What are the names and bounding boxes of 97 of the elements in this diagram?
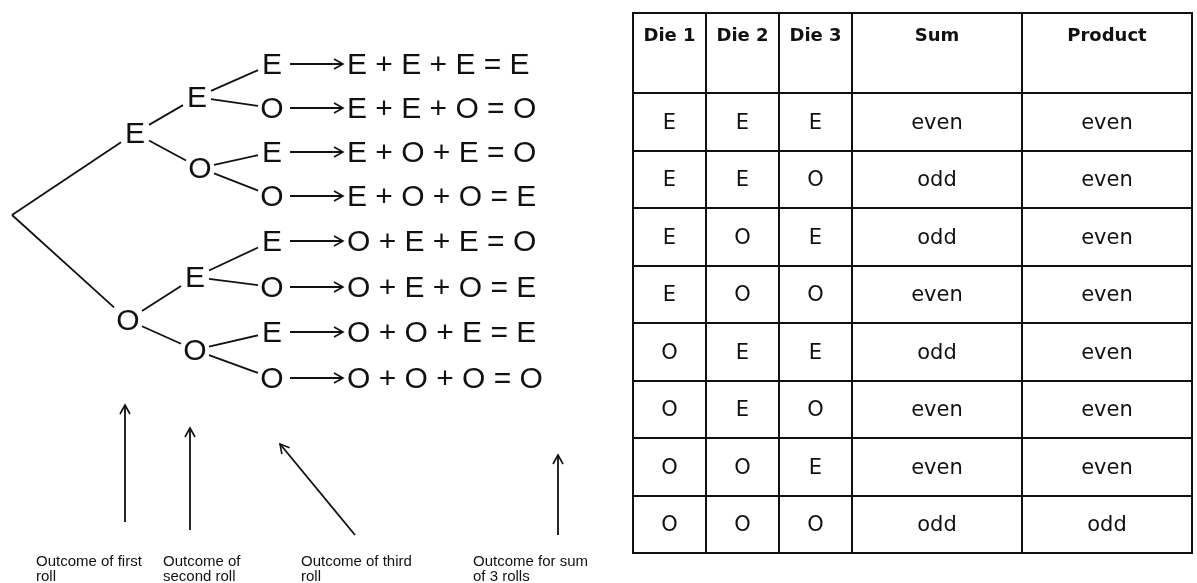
- tree-letter: E: [183, 260, 207, 294]
- table-cell: E: [779, 208, 852, 266]
- tree-letter: O: [116, 303, 140, 337]
- tree-branch: [208, 277, 259, 287]
- table-cell: E: [779, 93, 852, 151]
- arrow: [289, 326, 344, 338]
- table-cell: O: [633, 438, 706, 496]
- table-cell: E: [633, 93, 706, 151]
- tree-letter: E: [260, 224, 284, 258]
- caption-text: Outcome of first roll: [36, 553, 154, 583]
- tree-branch: [213, 154, 259, 166]
- table-cell: odd: [852, 495, 1022, 553]
- tree-branch: [148, 104, 184, 126]
- arrow: [289, 190, 344, 202]
- tree-branch: [210, 69, 259, 92]
- sum-equation: E + E + O = O: [347, 91, 577, 125]
- table-cell: O: [633, 380, 706, 438]
- arrow: [289, 58, 344, 70]
- table-cell: O: [633, 323, 706, 381]
- arrow: [289, 146, 344, 158]
- table-cell: even: [1022, 150, 1192, 208]
- table-cell: O: [706, 438, 779, 496]
- tree-letter: O: [188, 151, 212, 185]
- tree-letter: O: [260, 270, 284, 304]
- sum-equation: O + E + O = E: [347, 270, 577, 304]
- table-cell: even: [1022, 208, 1192, 266]
- table-cell: even: [852, 93, 1022, 151]
- tree-letter: O: [260, 179, 284, 213]
- sum-equation: O + O + O = O: [347, 361, 577, 395]
- tree-branch: [11, 141, 122, 216]
- caption-text: Outcome of second roll: [163, 553, 281, 583]
- tree-branch: [141, 285, 182, 312]
- caption-text: Outcome for sum of 3 rolls: [473, 553, 591, 583]
- table-cell: E: [779, 438, 852, 496]
- sum-equation: E + O + E = O: [347, 135, 577, 169]
- sum-equation: O + E + E = O: [347, 224, 577, 258]
- tree-letter: E: [260, 315, 284, 349]
- table-cell: O: [779, 495, 852, 553]
- tree-branch: [208, 334, 259, 348]
- tree-branch: [213, 172, 259, 192]
- tree-branch: [141, 325, 182, 345]
- table-cell: odd: [852, 208, 1022, 266]
- arrow: [289, 281, 344, 293]
- table-cell: E: [633, 208, 706, 266]
- tree-branch: [210, 98, 259, 107]
- leader-arrow: [184, 427, 196, 531]
- table-cell: E: [633, 265, 706, 323]
- table-cell: E: [706, 323, 779, 381]
- tree-letter: E: [260, 135, 284, 169]
- table-cell: O: [706, 495, 779, 553]
- table-cell: O: [779, 265, 852, 323]
- table-cell: odd: [852, 150, 1022, 208]
- tree-branch: [208, 246, 259, 272]
- column-header: Product: [1022, 13, 1192, 93]
- table-cell: even: [852, 380, 1022, 438]
- table-cell: even: [1022, 438, 1192, 496]
- table-cell: E: [779, 323, 852, 381]
- table-cell: even: [1022, 323, 1192, 381]
- arrow: [289, 102, 344, 114]
- leader-arrow: [552, 454, 564, 536]
- table-cell: even: [852, 438, 1022, 496]
- leader-arrow: [119, 404, 131, 523]
- arrow: [289, 372, 344, 384]
- arrow: [289, 235, 344, 247]
- table-cell: O: [779, 150, 852, 208]
- sum-equation: E + E + E = E: [347, 47, 577, 81]
- table-cell: E: [706, 150, 779, 208]
- table-cell: O: [633, 495, 706, 553]
- caption-text: Outcome of third roll: [301, 553, 419, 583]
- sum-equation: E + O + O = E: [347, 179, 577, 213]
- table-cell: E: [706, 93, 779, 151]
- tree-letter: O: [183, 333, 207, 367]
- table-cell: even: [1022, 93, 1192, 151]
- sum-equation: O + O + E = E: [347, 315, 577, 349]
- tree-branch: [11, 214, 115, 309]
- table-cell: O: [706, 208, 779, 266]
- table-cell: even: [1022, 380, 1192, 438]
- column-header: Die 2: [706, 13, 779, 93]
- table-cell: O: [779, 380, 852, 438]
- tree-branch: [208, 354, 259, 374]
- column-header: Die 3: [779, 13, 852, 93]
- table-cell: odd: [1022, 495, 1192, 553]
- table-cell: even: [852, 265, 1022, 323]
- table-cell: E: [633, 150, 706, 208]
- tree-letter: E: [123, 116, 147, 150]
- table-cell: even: [1022, 265, 1192, 323]
- tree-letter: O: [260, 91, 284, 125]
- leader-arrow: [279, 443, 356, 536]
- tree-letter: E: [185, 80, 209, 114]
- tree-letter: O: [260, 361, 284, 395]
- column-header: Sum: [852, 13, 1022, 93]
- table-cell: O: [706, 265, 779, 323]
- tree-letter: E: [260, 47, 284, 81]
- column-header: Die 1: [633, 13, 706, 93]
- tree-branch: [148, 139, 187, 162]
- table-cell: E: [706, 380, 779, 438]
- table-cell: odd: [852, 323, 1022, 381]
